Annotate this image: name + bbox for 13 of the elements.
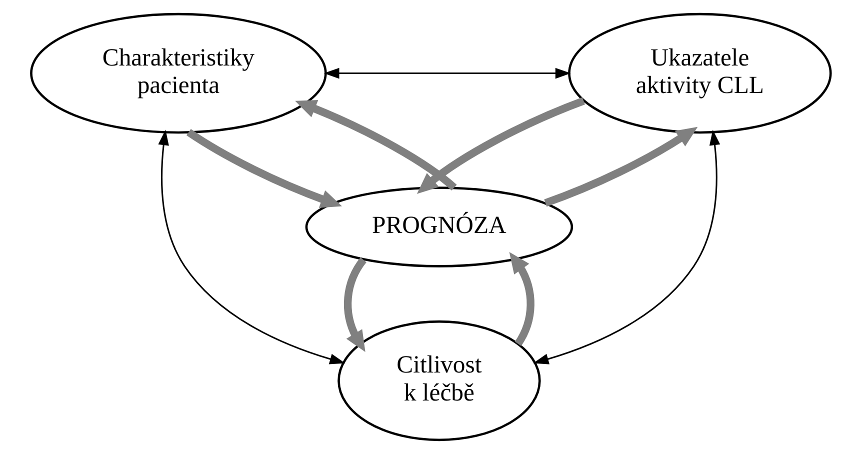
arrow: [416, 97, 585, 194]
arrow: [508, 252, 534, 346]
node-ellipse: Charakteristiky pacienta: [30, 12, 326, 134]
node-ellipse: PROGNÓZA: [304, 186, 573, 268]
arrow: [186, 128, 342, 208]
arrow: [323, 68, 570, 79]
arrow: [294, 100, 456, 191]
arrow: [544, 126, 698, 207]
arrow: [158, 130, 345, 364]
arrow: [343, 257, 366, 352]
node-ellipse: Ukazatele aktivity CLL: [568, 12, 832, 134]
node-ellipse: Citlivost k léčbě: [337, 320, 540, 442]
arrow: [532, 130, 720, 364]
